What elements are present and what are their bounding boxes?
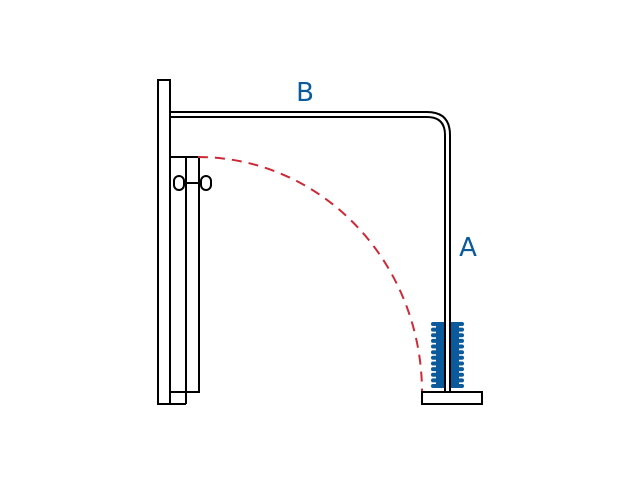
- top-arm-outer: [170, 111, 451, 392]
- swing-arc: [197, 156, 423, 393]
- hinged-plate: [169, 156, 200, 393]
- coil-spring: [431, 320, 464, 392]
- vertical-rod-fill: [446, 320, 449, 392]
- label-b: B: [296, 78, 314, 108]
- base-plate: [421, 391, 483, 405]
- hinge-icon: [173, 175, 212, 191]
- label-a: A: [459, 233, 477, 263]
- back-post: [157, 79, 171, 405]
- top-arm-inner: [170, 116, 446, 392]
